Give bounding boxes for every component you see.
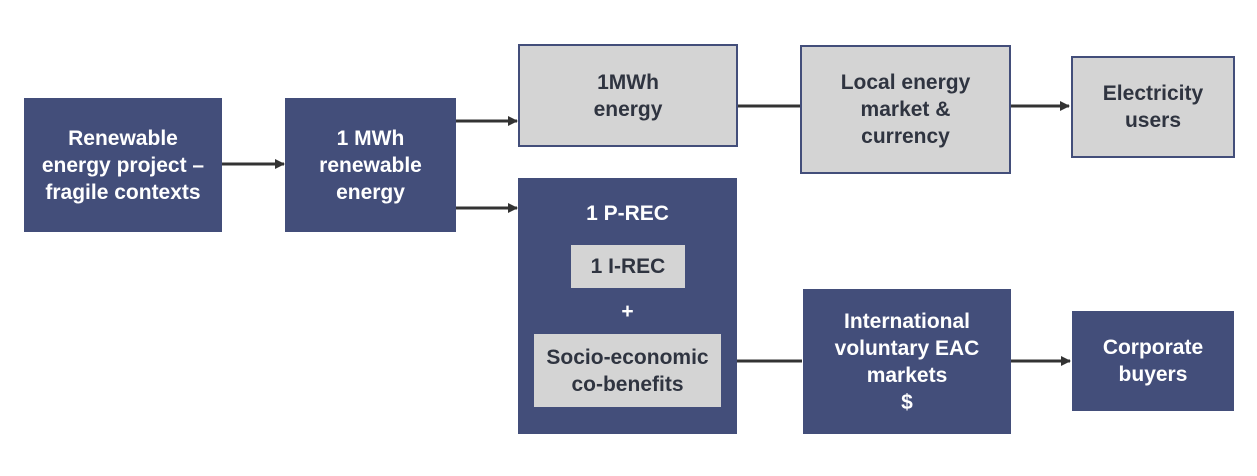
international-eac-markets-box: International voluntary EAC markets $ xyxy=(803,289,1011,434)
electricity-users-box: Electricity users xyxy=(1071,56,1235,158)
plus-sign: + xyxy=(621,299,634,323)
renewable-project-box: Renewable energy project – fragile conte… xyxy=(24,98,222,232)
corporate-buyers-box: Corporate buyers xyxy=(1072,311,1234,411)
p-rec-title: 1 P-REC xyxy=(586,201,669,225)
local-energy-market-box: Local energy market & currency xyxy=(800,45,1011,174)
i-rec-box: 1 I-REC xyxy=(571,245,685,288)
mwh-renewable-energy-box: 1 MWh renewable energy xyxy=(285,98,456,232)
socio-economic-cobenefits-box: Socio-economic co-benefits xyxy=(534,334,721,407)
mwh-energy-box: 1MWh energy xyxy=(518,44,738,147)
